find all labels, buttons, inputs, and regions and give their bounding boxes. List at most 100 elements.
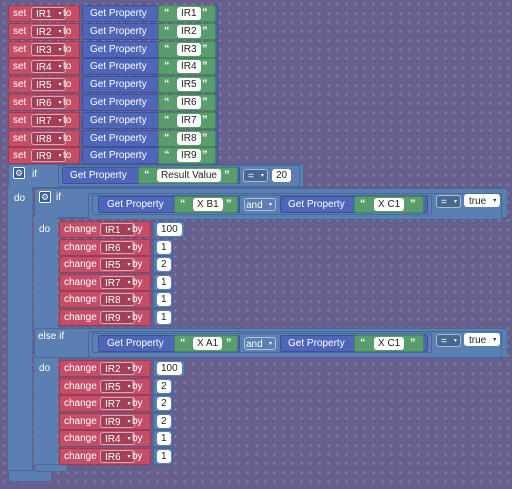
property-name-field[interactable]: IR1 xyxy=(177,7,201,20)
variable-dropdown[interactable]: IR2▾ xyxy=(100,362,135,375)
close-quote: ” xyxy=(226,337,232,349)
close-quote: ” xyxy=(202,78,208,91)
property-name-field[interactable]: IR2 xyxy=(177,24,201,38)
change-variable-block[interactable] xyxy=(59,221,151,238)
result-value-field[interactable]: Result Value xyxy=(157,169,221,182)
xc1-field[interactable]: X C1 xyxy=(374,198,405,211)
set-variable-block[interactable] xyxy=(8,58,80,76)
set-variable-block[interactable] xyxy=(8,94,80,111)
to-keyword: to xyxy=(63,97,72,108)
number-value-field[interactable]: 1 xyxy=(157,293,171,307)
variable-dropdown[interactable]: IR2▾ xyxy=(31,24,66,38)
outer-if-gear-icon[interactable]: ⚙ xyxy=(13,167,25,179)
change-variable-block[interactable] xyxy=(59,412,151,430)
by-keyword: by xyxy=(132,312,143,323)
property-name-field[interactable]: IR3 xyxy=(177,42,201,56)
variable-dropdown[interactable]: IR6▾ xyxy=(100,450,135,463)
open-quote: “ xyxy=(164,78,170,91)
variable-dropdown[interactable]: IR1▾ xyxy=(31,7,66,20)
variable-dropdown[interactable]: IR8▾ xyxy=(100,293,135,307)
number-value-field[interactable]: 100 xyxy=(157,223,182,236)
number-value-field[interactable]: 100 xyxy=(157,362,182,375)
number-value-field[interactable]: 2 xyxy=(157,397,171,411)
change-variable-block[interactable] xyxy=(59,256,151,274)
variable-dropdown[interactable]: IR7▾ xyxy=(100,397,135,411)
change-variable-block[interactable] xyxy=(59,309,151,326)
inner-if-gear-icon[interactable]: ⚙ xyxy=(39,191,51,203)
set-variable-block[interactable] xyxy=(8,40,80,58)
set-variable-block[interactable] xyxy=(8,129,80,147)
variable-dropdown[interactable]: IR3▾ xyxy=(31,42,66,56)
variable-dropdown[interactable]: IR7▾ xyxy=(31,113,66,127)
change-variable-block[interactable] xyxy=(59,377,151,395)
number-value-field[interactable]: 1 xyxy=(157,450,171,463)
variable-dropdown[interactable]: IR9▾ xyxy=(100,414,135,428)
variable-dropdown[interactable]: IR4▾ xyxy=(31,60,66,74)
number-value-field[interactable]: 1 xyxy=(157,275,171,289)
variable-dropdown[interactable]: IR9▾ xyxy=(31,149,66,163)
elseif-operator-dropdown[interactable]: =▾ xyxy=(436,334,461,347)
variable-dropdown[interactable]: IR6▾ xyxy=(100,240,135,254)
property-name-field[interactable]: IR4 xyxy=(177,60,201,74)
property-name-field[interactable]: IR5 xyxy=(177,78,201,92)
property-name-field[interactable]: IR8 xyxy=(177,131,201,145)
close-quote: ” xyxy=(202,113,208,126)
variable-dropdown[interactable]: IR5▾ xyxy=(100,258,135,272)
set-variable-block[interactable] xyxy=(8,147,80,165)
chevron-down-icon: ▾ xyxy=(127,454,131,460)
variable-dropdown[interactable]: IR8▾ xyxy=(31,131,66,145)
set-variable-block[interactable] xyxy=(8,22,80,40)
to-keyword: to xyxy=(63,25,72,37)
variable-dropdown[interactable]: IR1▾ xyxy=(100,223,135,236)
change-variable-block[interactable] xyxy=(59,448,151,465)
variable-dropdown[interactable]: IR9▾ xyxy=(100,311,135,324)
property-name-field[interactable]: IR9 xyxy=(177,149,201,163)
property-name-field[interactable]: IR7 xyxy=(177,113,201,127)
close-quote: ” xyxy=(202,149,208,162)
chevron-down-icon: ▾ xyxy=(58,64,62,71)
xa1-field[interactable]: X A1 xyxy=(193,337,223,350)
set-variable-block[interactable] xyxy=(8,111,80,129)
to-keyword: to xyxy=(63,79,72,91)
change-variable-block[interactable] xyxy=(59,238,151,256)
by-keyword: by xyxy=(132,276,143,288)
set-keyword: set xyxy=(13,79,27,91)
variable-dropdown[interactable]: IR6▾ xyxy=(31,96,66,109)
number-value-field[interactable]: 2 xyxy=(157,258,171,272)
variable-dropdown[interactable]: IR5▾ xyxy=(31,78,66,92)
property-name-field[interactable]: IR6 xyxy=(177,96,201,109)
variable-dropdown[interactable]: IR5▾ xyxy=(100,379,135,393)
number-value-field[interactable]: 1 xyxy=(157,240,171,254)
change-variable-block[interactable] xyxy=(59,273,151,291)
change-variable-block[interactable] xyxy=(59,360,151,377)
open-quote: “ xyxy=(360,337,366,349)
set-keyword: set xyxy=(13,150,27,162)
inner-bool-dropdown[interactable]: true▾ xyxy=(464,194,501,207)
number-value-field[interactable]: 1 xyxy=(157,432,171,446)
and-keyword: and xyxy=(246,339,263,350)
chevron-down-icon: ▾ xyxy=(268,202,272,208)
elseif-bool-dropdown[interactable]: true▾ xyxy=(464,333,501,346)
and-dropdown-arrow[interactable]: ▾ xyxy=(244,198,276,211)
variable-dropdown[interactable]: IR4▾ xyxy=(100,432,135,446)
set-variable-block[interactable] xyxy=(8,5,80,22)
variable-dropdown[interactable]: IR7▾ xyxy=(100,275,135,289)
change-variable-block[interactable] xyxy=(59,395,151,413)
inner-operator-dropdown[interactable]: =▾ xyxy=(436,195,461,208)
change-variable-block[interactable] xyxy=(59,430,151,448)
get-property-label: Get Property xyxy=(90,114,147,126)
xc1-field[interactable]: X C1 xyxy=(374,337,405,350)
xb1-field[interactable]: X B1 xyxy=(193,198,223,211)
chevron-down-icon: ▾ xyxy=(127,418,131,425)
outer-operator-dropdown[interactable]: =▾ xyxy=(243,169,268,182)
open-quote: “ xyxy=(164,131,170,144)
number-value-field[interactable]: 2 xyxy=(157,414,171,428)
change-variable-block[interactable] xyxy=(59,291,151,309)
number-value-field[interactable]: 2 xyxy=(157,379,171,393)
outer-value-field[interactable]: 20 xyxy=(272,169,292,182)
get-property-label: Get Property xyxy=(90,25,147,37)
by-keyword: by xyxy=(132,259,143,271)
and-dropdown-arrow[interactable]: ▾ xyxy=(244,337,276,350)
set-variable-block[interactable] xyxy=(8,76,80,94)
number-value-field[interactable]: 1 xyxy=(157,311,171,324)
